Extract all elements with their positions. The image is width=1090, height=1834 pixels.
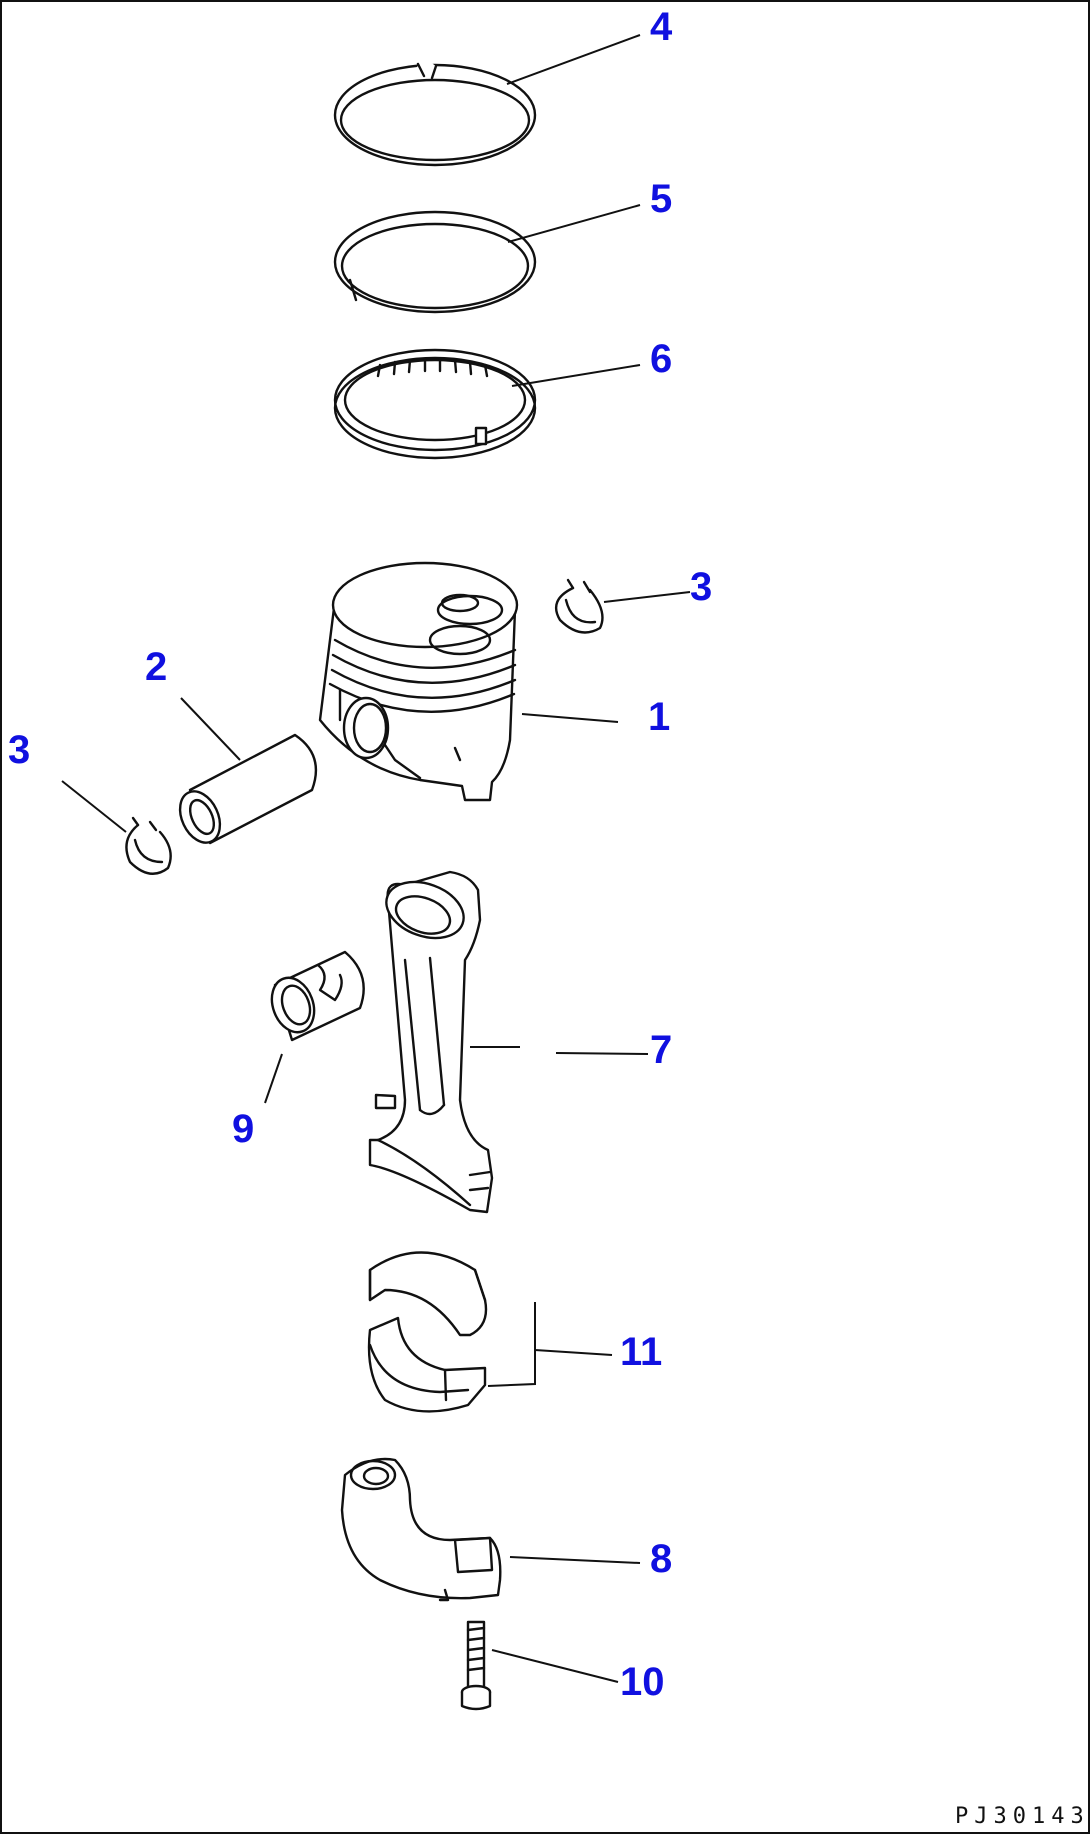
small-end-bushing (270, 950, 365, 1042)
drawing-code: PJ30143 (955, 1804, 1090, 1829)
second-compression-ring (333, 210, 537, 314)
callout-3-left: 3 (8, 728, 30, 772)
top-compression-ring (333, 57, 537, 167)
callout-8: 8 (650, 1537, 672, 1581)
snap-ring-right (555, 578, 604, 634)
callout-5: 5 (650, 177, 672, 221)
connecting-rod-bearings (367, 1251, 488, 1413)
snap-ring-left (125, 816, 172, 875)
callout-6: 6 (650, 337, 672, 381)
callout-2: 2 (145, 645, 167, 689)
connecting-rod-bolt (460, 1620, 492, 1711)
piston-pin (178, 733, 318, 845)
callout-10: 10 (620, 1660, 665, 1704)
callout-4: 4 (650, 5, 673, 49)
callout-11: 11 (620, 1330, 662, 1374)
connecting-rod-cap (340, 1457, 502, 1602)
leader-lines (61, 34, 691, 1683)
callout-9: 9 (232, 1107, 254, 1151)
callout-1: 1 (648, 695, 670, 739)
oil-ring (333, 348, 537, 460)
connecting-rod (368, 870, 494, 1214)
callout-7: 7 (650, 1028, 672, 1072)
callout-3-right: 3 (690, 565, 712, 609)
piston (318, 561, 519, 802)
